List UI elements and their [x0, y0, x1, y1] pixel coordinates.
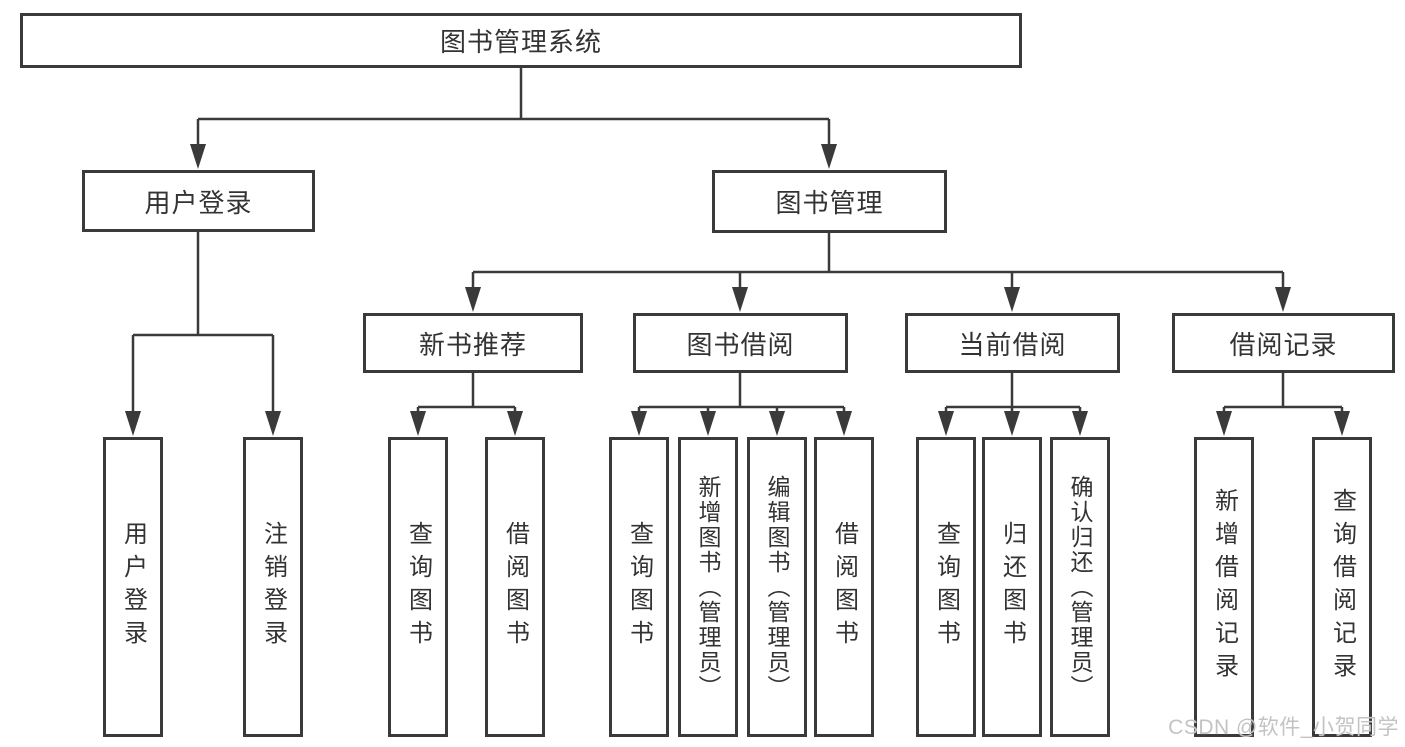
leaf-borrow-add-books-admin: 新增图书（管理员） — [678, 437, 738, 737]
leaf-records-add-borrow-record: 新增借阅记录 — [1194, 437, 1254, 737]
leaf-borrow-search-books: 查询图书 — [609, 437, 669, 737]
node-book-management: 图书管理 — [712, 170, 947, 233]
leaf-borrow-edit-books-admin: 编辑图书（管理员） — [747, 437, 807, 737]
leaf-user-login: 用户登录 — [103, 437, 163, 737]
node-book-borrowing: 图书借阅 — [633, 313, 848, 373]
node-library-management-system: 图书管理系统 — [20, 13, 1022, 68]
leaf-borrow-borrow-books: 借阅图书 — [814, 437, 874, 737]
leaf-current-return-books: 归还图书 — [982, 437, 1042, 737]
node-new-book-recommendation: 新书推荐 — [363, 313, 583, 373]
csdn-watermark: CSDN @软件_小贺同学 — [1168, 716, 1399, 739]
node-current-borrowing: 当前借阅 — [905, 313, 1120, 373]
node-borrowing-records: 借阅记录 — [1172, 313, 1395, 373]
leaf-recommend-borrow-books: 借阅图书 — [485, 437, 545, 737]
leaf-records-search-borrow-record: 查询借阅记录 — [1312, 437, 1372, 737]
leaf-current-search-books: 查询图书 — [916, 437, 976, 737]
leaf-recommend-search-books: 查询图书 — [388, 437, 448, 737]
leaf-logout: 注销登录 — [243, 437, 303, 737]
node-user-login: 用户登录 — [82, 170, 315, 232]
leaf-current-confirm-return-admin: 确认归还（管理员） — [1050, 437, 1110, 737]
